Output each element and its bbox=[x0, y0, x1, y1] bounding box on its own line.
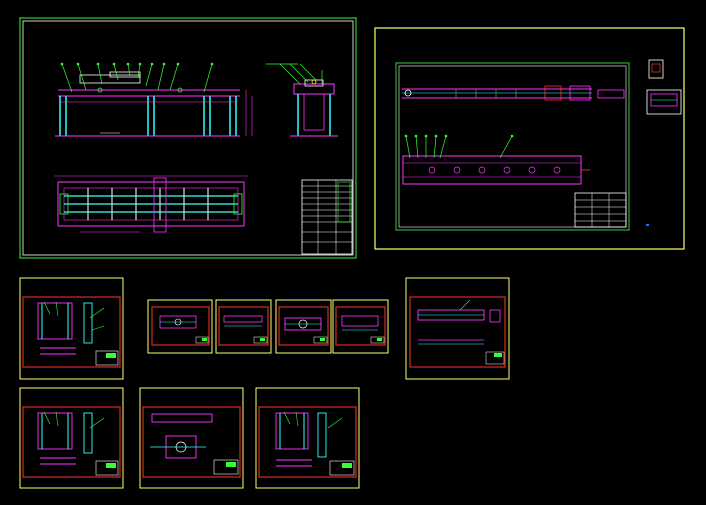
title-block-beam bbox=[574, 192, 627, 228]
sheet-small-5[interactable] bbox=[332, 299, 389, 354]
front-elevation-view bbox=[55, 62, 253, 137]
sheet-small-4[interactable] bbox=[275, 299, 332, 354]
sheet-small-1[interactable] bbox=[19, 277, 124, 380]
beam-detail-small bbox=[646, 59, 682, 226]
side-elevation-view bbox=[266, 63, 338, 137]
plan-view bbox=[54, 175, 248, 233]
sheet-small-8[interactable] bbox=[139, 387, 244, 489]
sheet-small-9[interactable] bbox=[255, 387, 360, 489]
sheet-small-7[interactable] bbox=[19, 387, 124, 489]
beam-elevation-view bbox=[402, 85, 625, 101]
sheet-long-beam[interactable] bbox=[374, 27, 685, 250]
sheet-small-2[interactable] bbox=[147, 299, 213, 354]
sheet-main-assembly[interactable] bbox=[19, 17, 357, 259]
title-block-main bbox=[301, 179, 353, 255]
beam-plan-view bbox=[402, 134, 590, 185]
sheet-small-6[interactable] bbox=[405, 277, 510, 380]
sheet-small-3[interactable] bbox=[215, 299, 272, 354]
